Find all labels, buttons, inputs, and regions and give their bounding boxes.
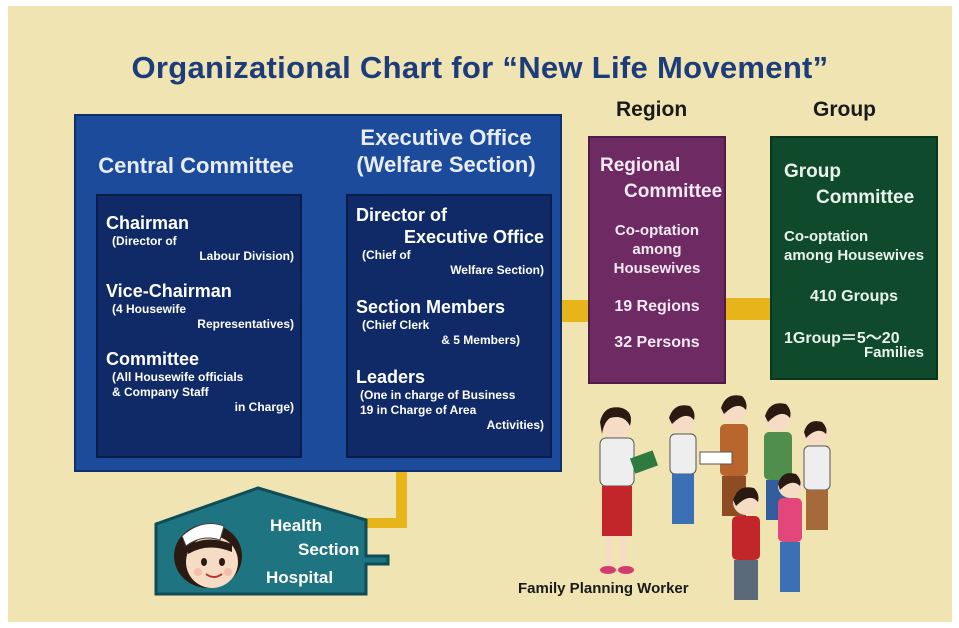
leaders-detail-1: (One in charge of Business [360,388,516,402]
leaders-detail-3: Activities) [486,418,544,432]
vice-chairman-detail-1: (4 Housewife [112,302,187,316]
section-members-detail-1: (Chief Clerk [362,318,430,332]
housewives-group-figure [669,395,831,600]
connector-region-group [724,298,770,320]
regional-cooptation-2: among [632,241,682,258]
slide-background: Organizational Chart for “New Life Movem… [8,6,952,622]
region-count: 19 Regions [614,298,700,315]
regional-cooptation-3: Housewives [613,260,701,277]
regional-cooptation-1: Co-optation [614,222,700,239]
director-detail-1: (Chief of [362,248,411,262]
committee-detail-1: (All Housewife officials [112,370,244,384]
hospital-label: Hospital [266,568,334,587]
central-executive-box: Central Committee Executive Office (Welf… [74,114,562,472]
nurse-icon [174,523,242,588]
group-committee-line2: Committee [816,187,915,208]
regional-committee-line1: Regional [600,155,681,176]
committee-label: Committee [106,349,200,369]
vice-chairman-label: Vice-Chairman [106,281,232,301]
chart-title: Organizational Chart for “New Life Movem… [131,50,829,85]
regional-committee-line2: Committee [624,181,723,202]
group-families: Families [864,344,925,361]
family-planning-worker-caption: Family Planning Worker [518,580,689,597]
regional-committee-box: Regional Committee Co-optation among Hou… [588,136,726,384]
section-members-label: Section Members [356,297,506,317]
central-committee-members-box: Chairman (Director of Labour Division) V… [96,194,302,458]
central-committee-title: Central Committee [98,153,294,178]
executive-office-title-line2: (Welfare Section) [356,152,536,177]
leaders-detail-2: 19 in Charge of Area [360,403,477,417]
director-label-1: Director of [356,205,448,225]
leaders-label: Leaders [356,367,426,387]
region-header: Region [616,98,688,121]
chairman-label: Chairman [106,213,190,233]
connector-executive-region [558,300,588,322]
health-label: Health [270,516,322,535]
vice-chairman-detail-2: Representatives) [197,317,294,331]
family-planning-worker-figure [599,407,659,574]
group-cooptation-1: Co-optation [784,228,869,245]
committee-detail-3: in Charge) [234,400,294,414]
section-label: Section [298,540,360,559]
region-persons: 32 Persons [614,334,700,351]
executive-office-title-line1: Executive Office [360,125,532,150]
chairman-detail-2: Labour Division) [199,249,294,263]
group-count: 410 Groups [809,288,899,305]
director-detail-2: Welfare Section) [450,263,544,277]
director-label-2: Executive Office [403,227,544,247]
group-ratio: 1Group＝5～20 [784,330,900,347]
group-committee-line1: Group [784,161,841,182]
executive-office-members-box: Director of Executive Office (Chief of W… [346,194,552,458]
section-members-detail-2: & 5 Members) [441,333,520,347]
chairman-detail-1: (Director of [112,234,177,248]
connector-horizontal-health [360,518,407,528]
group-header: Group [813,98,876,121]
connector-vertical-health [396,448,407,528]
committee-detail-2: & Company Staff [112,385,209,399]
group-committee-box: Group Committee Co-optation among Housew… [770,136,938,380]
group-cooptation-2: among Housewives [784,247,925,264]
